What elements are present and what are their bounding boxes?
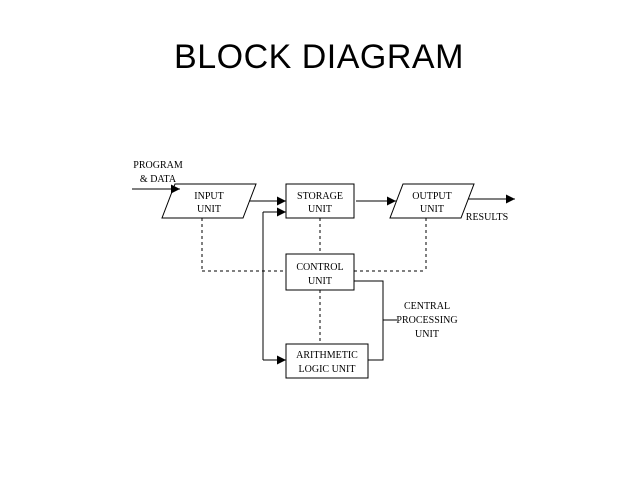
- program-data-label: & DATA: [140, 174, 177, 185]
- results-label: RESULTS: [466, 212, 508, 223]
- output-unit-label: OUTPUT: [412, 191, 451, 202]
- alu-block: [285, 343, 369, 379]
- slide-title: BLOCK DIAGRAM: [174, 38, 464, 76]
- alu-label: LOGIC UNIT: [299, 364, 356, 375]
- cpu-label: UNIT: [415, 329, 439, 340]
- alu-label: ARITHMETIC: [296, 350, 358, 361]
- cpu-label: PROCESSING: [396, 315, 457, 326]
- cpu-label: CENTRAL: [404, 301, 450, 312]
- input-unit-label: UNIT: [197, 204, 221, 215]
- storage-unit-label: STORAGE: [297, 191, 343, 202]
- output-unit-label: UNIT: [420, 204, 444, 215]
- control-unit-label: CONTROL: [296, 262, 343, 273]
- output-unit-block: [389, 183, 475, 219]
- storage-unit-label: UNIT: [308, 204, 332, 215]
- control-unit-label: UNIT: [308, 276, 332, 287]
- program-data-label: PROGRAM: [133, 160, 183, 171]
- control-unit-block: [285, 253, 355, 291]
- input-unit-label: INPUT: [194, 191, 223, 202]
- input-unit-block: [161, 183, 257, 219]
